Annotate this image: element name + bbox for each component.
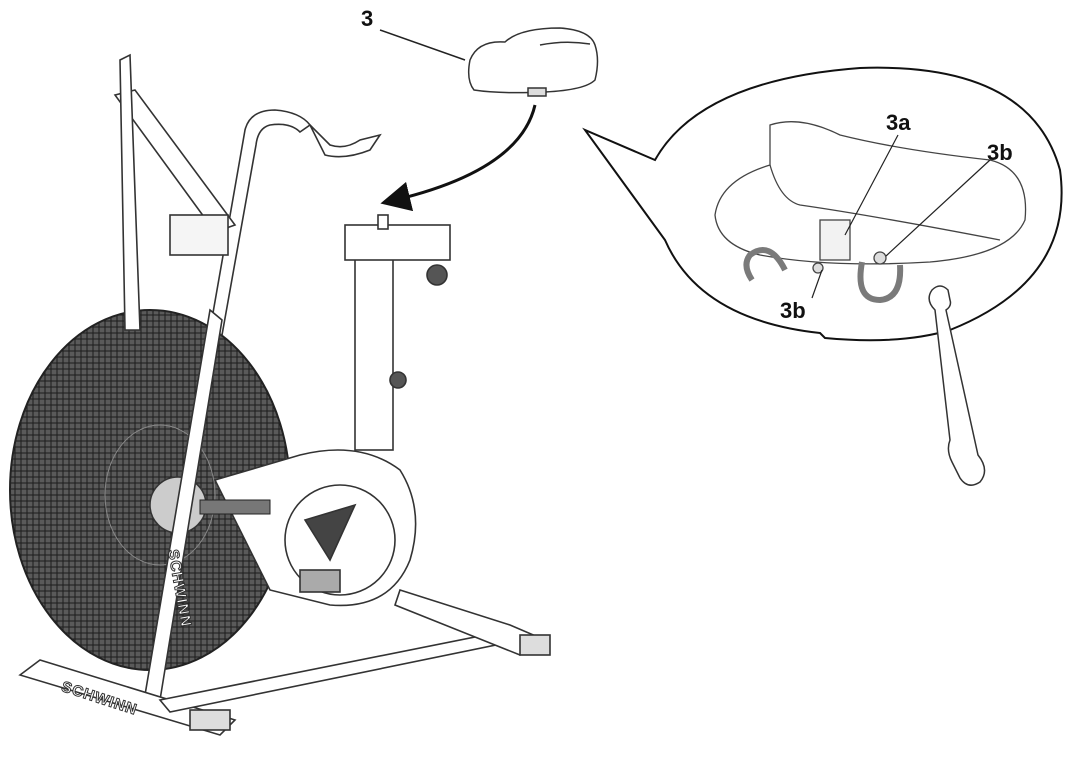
callout-seat: 3 (361, 6, 374, 31)
callout-clamp: 3a (886, 110, 911, 135)
install-arrow-icon (380, 104, 537, 212)
wrench-icon (928, 285, 986, 486)
callout-nut-left: 3b (780, 298, 806, 323)
rotate-right-arrow-icon (857, 261, 904, 304)
rotate-left-arrow-icon (743, 247, 788, 282)
seat-icon (467, 27, 599, 97)
crank-arm (199, 499, 271, 515)
callout-nut-right: 3b (987, 140, 1013, 165)
seat-underside-detail (714, 121, 1027, 274)
seat-leader-line (379, 29, 466, 61)
bike-frame (18, 53, 551, 736)
